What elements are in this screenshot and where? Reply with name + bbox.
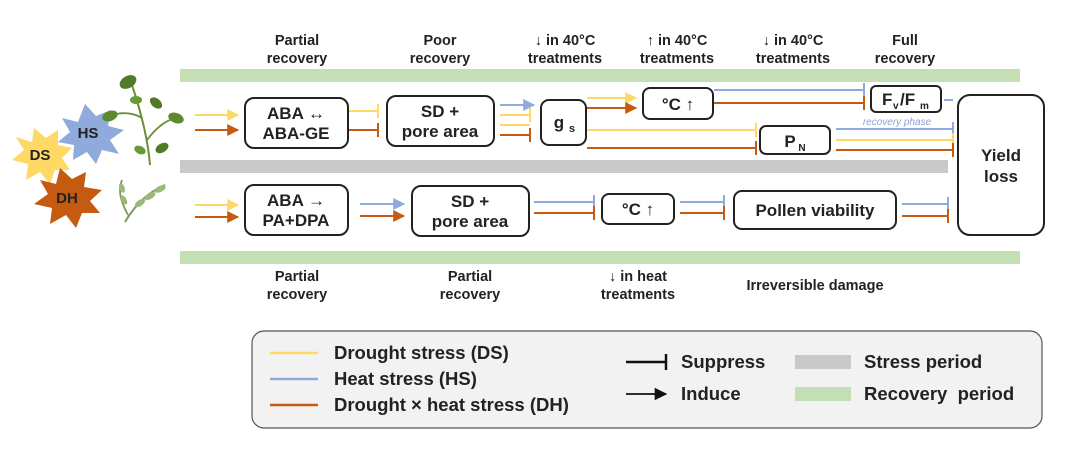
header-fvfm-line2: recovery [875, 51, 935, 67]
box-pollen-viability: Pollen viability [733, 190, 897, 230]
legend-dh-label: Drought × heat stress (DH) [334, 394, 569, 415]
box-gs: g s [540, 99, 587, 146]
top-headers: Partial recovery Poor recovery ↓ in 40°C… [267, 33, 935, 67]
ds-badge-shape [12, 128, 72, 184]
box-aba-top-line1: ABA ↔ [267, 104, 325, 123]
legend-stress-period-label: Stress period [864, 351, 982, 372]
box-fvfm-sub-v: v [893, 101, 899, 112]
header-temp-bottom-line2: treatments [601, 287, 675, 303]
header-sd-top-line2: recovery [410, 51, 470, 67]
ds-badge-label: DS [30, 147, 51, 164]
legend-stress-period-swatch [795, 355, 851, 369]
box-aba-bottom: ABA → PA+DPA [244, 184, 349, 236]
stress-band-middle [180, 160, 948, 173]
header-pollen-bottom: Irreversible damage [746, 278, 883, 294]
header-aba-top-line2: recovery [267, 51, 327, 67]
box-aba-top-line2: ABA-GE [262, 124, 329, 143]
box-pn-label: P [784, 132, 795, 151]
header-aba-bottom-line2: recovery [267, 287, 327, 303]
header-temp-top-line2: treatments [640, 51, 714, 67]
legend-induce-label: Induce [681, 383, 741, 404]
box-sd-bottom-line2: pore area [432, 212, 509, 231]
yield-loss-line2: loss [984, 167, 1018, 186]
recovery-band-top [180, 69, 1020, 82]
wheat-plant-icon [102, 75, 184, 166]
header-temp-top-line1: ↑ in 40°C [647, 33, 708, 49]
box-yield-loss: Yield loss [957, 94, 1045, 236]
recovery-phase-note: recovery phase [863, 117, 932, 128]
header-sd-bottom-line2: recovery [440, 287, 500, 303]
box-pn-subscript: N [798, 143, 805, 154]
box-aba-bottom-line1: ABA → [267, 191, 325, 210]
box-sd-bottom: SD + pore area [411, 185, 530, 237]
box-pn: P N [759, 125, 831, 155]
box-sd-bottom-line1: SD + [451, 192, 489, 211]
yield-loss-line1: Yield [981, 146, 1021, 165]
box-fvfm-f: F [882, 90, 892, 109]
box-gs-subscript: s [569, 123, 575, 135]
box-sd-top-line1: SD + [421, 102, 459, 121]
header-sd-bottom-line1: Partial [448, 269, 492, 285]
dh-badge-shape [34, 168, 102, 228]
box-temp-top-label: °C ↑ [662, 95, 694, 114]
wheat-spike-icon [119, 179, 166, 223]
box-fvfm-sub-m: m [920, 101, 929, 112]
box-temp-bottom-label: °C ↑ [622, 200, 654, 219]
box-gs-label: g [554, 113, 564, 132]
box-fvfm-f2: /F [900, 90, 915, 109]
bottom-headers: Partial recovery Partial recovery ↓ in h… [267, 269, 884, 303]
box-aba-top: ABA ↔ ABA-GE [244, 97, 349, 149]
header-fvfm-line1: Full [892, 33, 918, 49]
stress-badges: HS DS DH [12, 104, 124, 228]
recovery-band-bottom [180, 251, 1020, 264]
header-aba-bottom-line1: Partial [275, 269, 319, 285]
box-aba-bottom-line2: PA+DPA [263, 211, 330, 230]
header-gs-line1: ↓ in 40°C [535, 33, 596, 49]
box-fvfm: F v /F m [870, 85, 942, 113]
box-temp-top: °C ↑ [642, 87, 714, 120]
header-sd-top-line1: Poor [423, 33, 456, 49]
header-temp-bottom-line1: ↓ in heat [609, 269, 667, 285]
bottom-row-connectors [195, 195, 949, 223]
legend-ds-label: Drought stress (DS) [334, 342, 509, 363]
legend-recovery-period-label: Recovery period [864, 383, 1014, 404]
box-sd-top: SD + pore area [386, 95, 495, 147]
header-pn-line1: ↓ in 40°C [763, 33, 824, 49]
box-sd-top-line2: pore area [402, 122, 479, 141]
legend-hs-label: Heat stress (HS) [334, 368, 477, 389]
dh-badge-label: DH [56, 190, 78, 207]
header-pn-line2: treatments [756, 51, 830, 67]
hs-badge-label: HS [78, 125, 99, 142]
box-temp-bottom: °C ↑ [601, 193, 675, 225]
box-pollen-label: Pollen viability [755, 201, 875, 220]
legend-recovery-period-swatch [795, 387, 851, 401]
legend-suppress-label: Suppress [681, 351, 765, 372]
top-row-connectors [195, 83, 954, 157]
header-gs-line2: treatments [528, 51, 602, 67]
legend: Drought stress (DS) Heat stress (HS) Dro… [251, 330, 1043, 429]
header-aba-top-line1: Partial [275, 33, 319, 49]
